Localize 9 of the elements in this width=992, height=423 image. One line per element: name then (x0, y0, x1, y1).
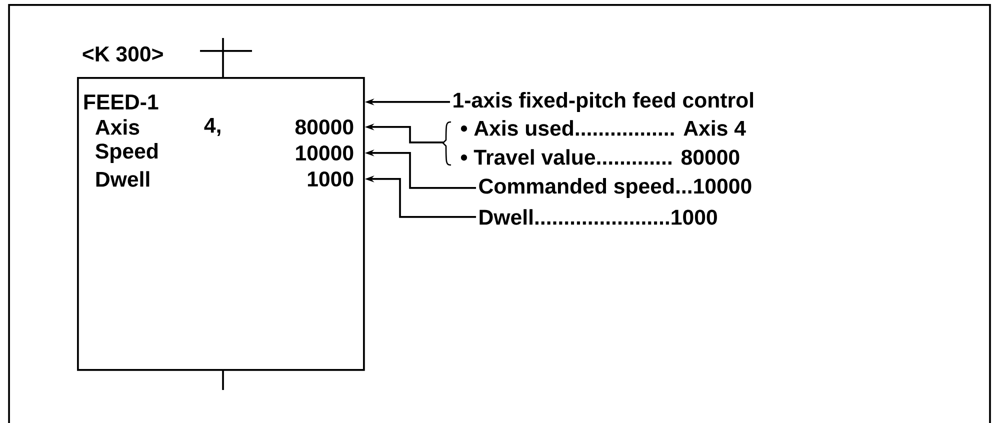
annotation-text: Commanded speed...10000 (479, 178, 752, 198)
parameter-row: Dwell 1000 (96, 171, 354, 187)
annotation-text: • Travel value............. 80000 (460, 149, 740, 165)
constant-label: <K 300> (82, 46, 163, 62)
parameter-row: Speed 10000 (96, 143, 354, 163)
annotation-text: • Axis used................. Axis 4 (460, 120, 746, 136)
parameter-row: Axis 4, 80000 (95, 118, 354, 136)
annotation-text: Dwell.......................1000 (480, 209, 717, 225)
annotation-text: 1-axis fixed-pitch feed control (454, 92, 754, 112)
